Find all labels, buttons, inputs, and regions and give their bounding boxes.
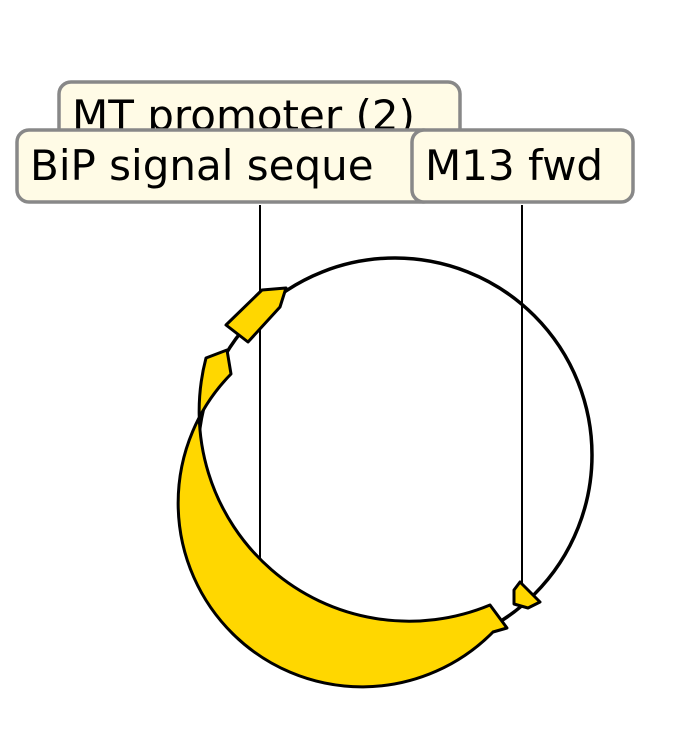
- feature-arc-bip-signal: [176, 348, 509, 689]
- label-text-bip-signal: BiP signal seque: [30, 141, 374, 190]
- label-box-bip-signal[interactable]: BiP signal seque: [15, 128, 437, 204]
- label-box-m13-fwd[interactable]: M13 fwd: [410, 128, 635, 204]
- feature-marker-m13-fwd: [512, 580, 542, 610]
- label-text-m13-fwd: M13 fwd: [425, 141, 603, 190]
- feature-arrow-mt-promoter: [224, 286, 288, 344]
